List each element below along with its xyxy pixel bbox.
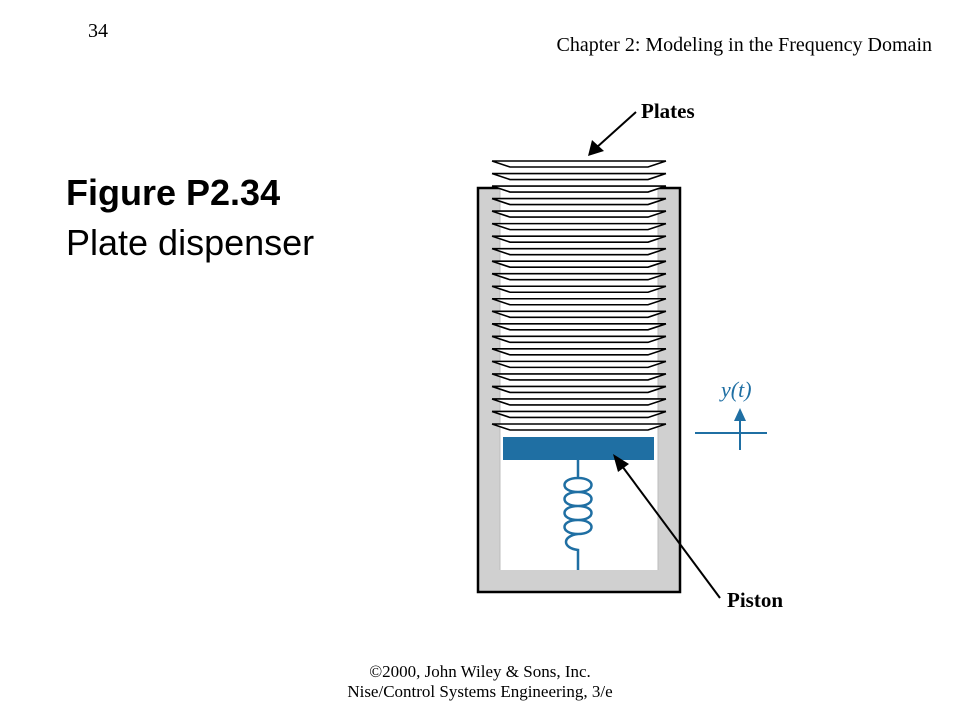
plates-arrow-head (588, 140, 604, 156)
plate (491, 398, 667, 406)
plates-label: Plates (641, 99, 695, 123)
piston (503, 437, 654, 460)
displacement-label: y(t) (719, 377, 752, 402)
chapter-title: Chapter 2: Modeling in the Frequency Dom… (556, 34, 932, 56)
plate (491, 310, 667, 319)
plates-stack (491, 160, 667, 431)
figure-title: Figure P2.34 (66, 172, 281, 213)
plate (491, 260, 667, 268)
plate (491, 323, 667, 331)
plate (491, 373, 667, 381)
plate (491, 385, 667, 394)
plate (491, 210, 667, 218)
plate (491, 360, 667, 369)
book-reference-line: Nise/Control Systems Engineering, 3/e (347, 682, 613, 701)
plate (491, 160, 667, 168)
plate (491, 410, 667, 419)
plate (491, 272, 667, 281)
copyright-line: ©2000, John Wiley & Sons, Inc. (369, 662, 591, 681)
page-number: 34 (88, 20, 108, 42)
footer: ©2000, John Wiley & Sons, Inc. Nise/Cont… (0, 662, 960, 702)
plate (491, 185, 667, 193)
piston-arrow-shaft (621, 465, 721, 599)
plates-arrow-shaft (595, 111, 637, 149)
plate (491, 197, 667, 206)
plate (491, 172, 667, 181)
plate (491, 297, 667, 306)
piston-arrow-head (613, 454, 629, 472)
plate (491, 222, 667, 231)
piston-label: Piston (727, 588, 783, 612)
figure-subtitle: Plate dispenser (66, 222, 315, 263)
plate (491, 285, 667, 294)
displacement-arrow-head (734, 408, 746, 421)
plate (491, 348, 667, 356)
plate (491, 423, 667, 431)
plate (491, 235, 667, 243)
plate (491, 247, 667, 256)
spring (563, 460, 593, 570)
plate (491, 335, 667, 344)
